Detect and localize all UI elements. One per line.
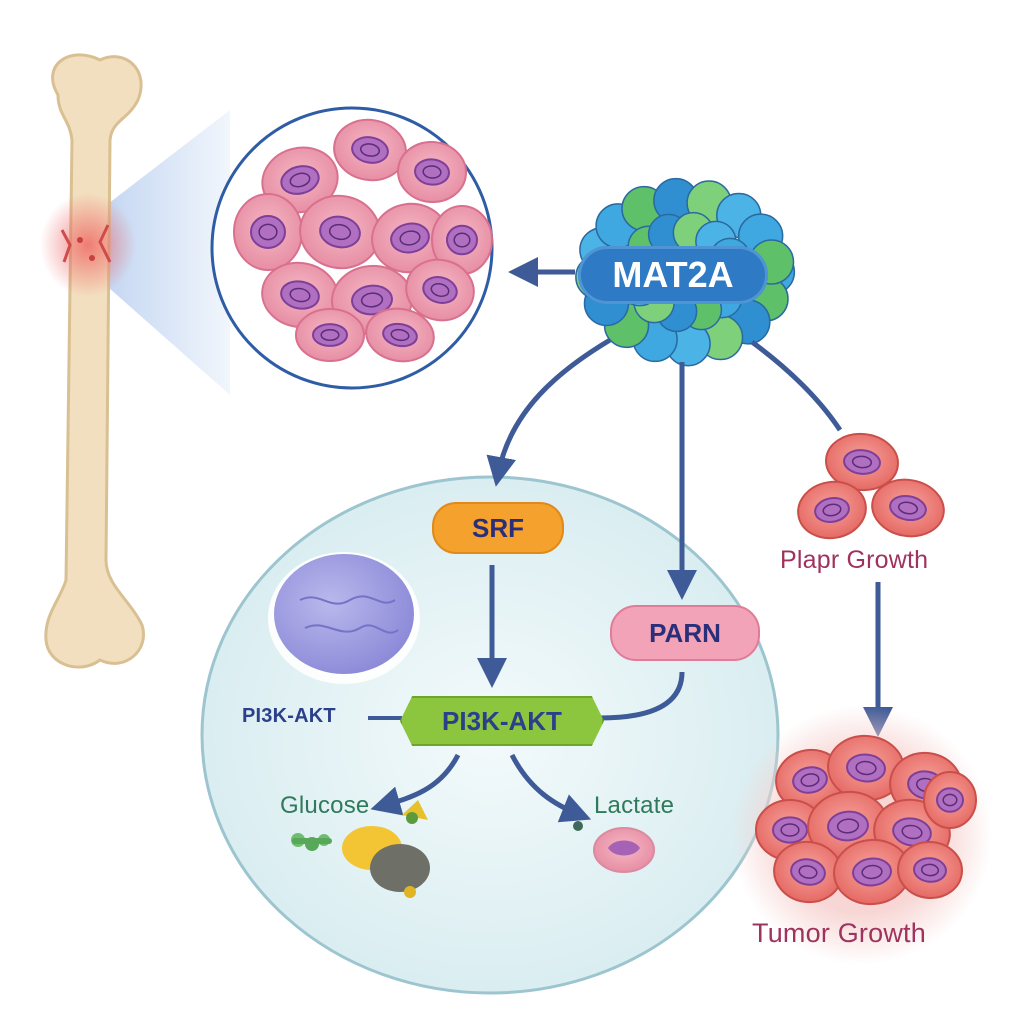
arrow-pi3k-to-glucose (370, 753, 461, 816)
srf-label: SRF (472, 512, 524, 543)
tumor-mass (732, 705, 992, 965)
red-cell (797, 480, 867, 540)
tumor-cell (773, 840, 843, 904)
glucose-label: Glucose (280, 792, 370, 819)
arrow-mat2a-to-srf (486, 337, 612, 487)
red-cell-cluster (797, 432, 945, 540)
metabolite-capsule (342, 800, 430, 898)
zoom-cell (233, 193, 303, 271)
arrow-mat2a-to-plapr (750, 339, 843, 432)
srf-node[interactable]: SRF (432, 502, 564, 554)
tumor-cell (923, 771, 977, 829)
zoom-cell (397, 140, 467, 204)
zoom-beam (100, 110, 230, 395)
mat2a-node[interactable]: MAT2A (578, 246, 768, 304)
zoom-cell (295, 308, 365, 362)
tumor-cell (833, 838, 911, 906)
arrow-parn-to-pi3k (599, 671, 685, 721)
zoom-cell (333, 118, 407, 182)
tumor-cell (897, 840, 963, 900)
zoom-cell (431, 205, 493, 275)
lactate-label: Lactate (594, 792, 675, 819)
zoom-cell (299, 194, 381, 270)
pi3k-akt-side-label: PI3K-AKT (242, 705, 336, 727)
pi3k-akt-node[interactable]: PI3K-AKT (400, 696, 604, 746)
mat2a-label: MAT2A (612, 254, 734, 295)
plapr-growth-label: Plapr Growth (780, 546, 929, 574)
parn-label: PARN (649, 617, 721, 648)
bone-illustration (40, 53, 145, 669)
red-cell (871, 478, 945, 538)
lactate-cell-icon (573, 821, 655, 873)
tumor-growth-label: Tumor Growth (752, 918, 926, 948)
pi3k-akt-label: PI3K-AKT (442, 705, 562, 736)
tumor-hotspot (40, 193, 136, 297)
zoom-cell (365, 307, 435, 363)
zoom-cell (405, 258, 475, 322)
glucose-molecule-icon (291, 833, 332, 851)
red-cell (825, 432, 899, 492)
parn-node[interactable]: PARN (610, 605, 760, 661)
nucleus (268, 552, 420, 684)
tumor-cells-zoom (210, 106, 494, 390)
arrow-pi3k-to-lactate (509, 753, 592, 823)
